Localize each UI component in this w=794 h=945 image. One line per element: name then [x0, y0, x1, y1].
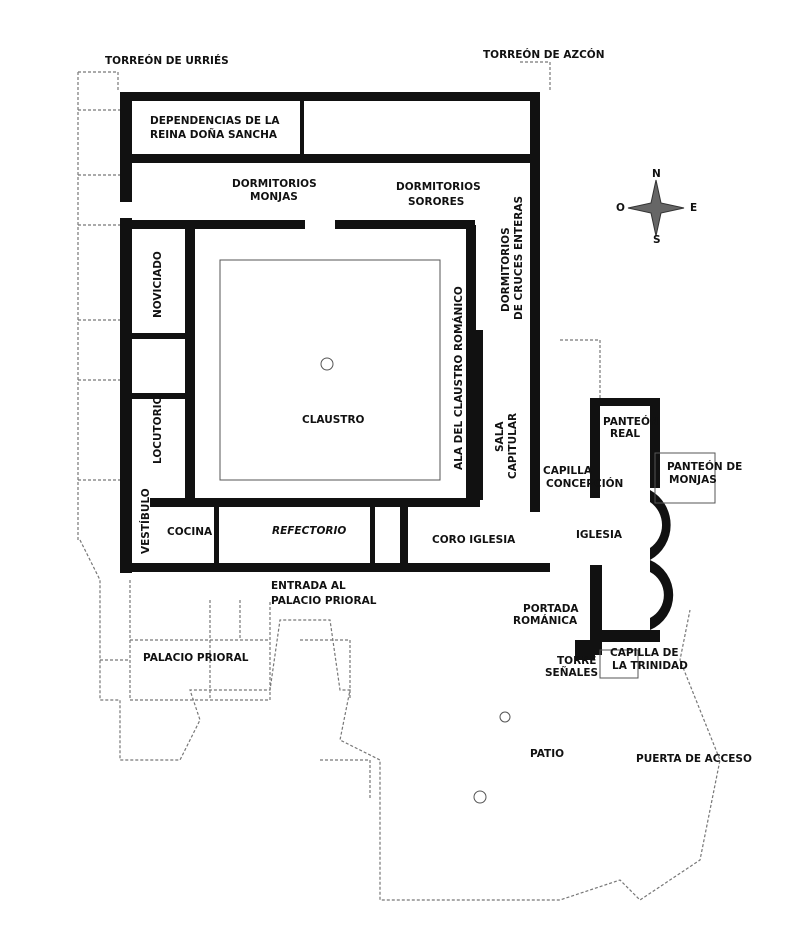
label-portada-romanica: PORTADA [523, 603, 579, 615]
compass-east: E [690, 202, 697, 214]
label-panteon-real: PANTEÓN [603, 415, 659, 428]
label-cocina: COCINA [167, 526, 213, 538]
label-dormitorios-sorores: DORMITORIOS [396, 181, 481, 193]
label-torreon-urries: TORREÓN DE URRIÉS [105, 54, 229, 67]
cloister-garth [219, 259, 716, 804]
compass-west: O [616, 202, 625, 214]
label-capilla-concepcion-2: CONCEPCIÓN [546, 477, 623, 490]
label-locutorio: LOCUTORIO [152, 395, 164, 464]
label-sala-capitular: SALA [494, 421, 506, 452]
label-portada-romanica-2: ROMÁNICA [513, 614, 578, 627]
label-entrada-palacio: ENTRADA AL [271, 580, 346, 592]
label-dormitorios-monjas-2: MONJAS [250, 191, 298, 203]
label-dormitorios-monjas: DORMITORIOS [232, 178, 317, 190]
label-ala-claustro: ALA DEL CLAUSTRO ROMÁNICO [452, 286, 465, 470]
label-patio: PATIO [530, 748, 564, 760]
compass-north: N [652, 168, 661, 180]
compass-rose-icon: N E S O [616, 168, 697, 246]
label-panteon-real-2: REAL [610, 428, 640, 440]
label-puerta-acceso: PUERTA DE ACCESO [636, 753, 752, 765]
label-torreon-azcon: TORREÓN DE AZCÓN [483, 48, 605, 61]
label-sala-capitular-2: CAPITULAR [507, 413, 519, 479]
label-dependencias: DEPENDENCIAS DE LA [150, 115, 280, 127]
label-torre-senales: TORRE [557, 655, 596, 667]
ruins-outline [77, 61, 721, 901]
label-iglesia: IGLESIA [576, 529, 623, 541]
label-dependencias-2: REINA DOÑA SANCHA [150, 128, 278, 141]
room-labels: TORREÓN DE URRIÉS TORREÓN DE AZCÓN DEPEN… [105, 48, 752, 765]
label-palacio-prioral: PALACIO PRIORAL [143, 652, 249, 664]
label-refectorio: REFECTORIO [272, 525, 346, 537]
label-entrada-palacio-2: PALACIO PRIORAL [271, 595, 377, 607]
label-capilla-trinidad: CAPILLA DE [610, 647, 679, 659]
label-coro-iglesia: CORO IGLESIA [432, 534, 516, 546]
label-noviciado: NOVICIADO [152, 251, 164, 318]
label-capilla-trinidad-2: LA TRINIDAD [612, 660, 688, 672]
label-claustro: CLAUSTRO [302, 414, 365, 426]
label-dormitorios-sorores-2: SORORES [408, 196, 464, 208]
label-dormitorios-cruces: DORMITORIOS [500, 227, 512, 312]
label-torre-senales-2: SEÑALES [545, 666, 598, 679]
compass-south: S [653, 234, 661, 246]
label-dormitorios-cruces-2: DE CRUCES ENTERAS [513, 196, 525, 320]
label-panteon-monjas: PANTEÓN DE [667, 460, 742, 473]
label-panteon-monjas-2: MONJAS [669, 474, 717, 486]
label-capilla-concepcion: CAPILLA [543, 465, 593, 477]
label-vestibulo: VESTÍBULO [139, 488, 152, 554]
walls [120, 92, 674, 660]
